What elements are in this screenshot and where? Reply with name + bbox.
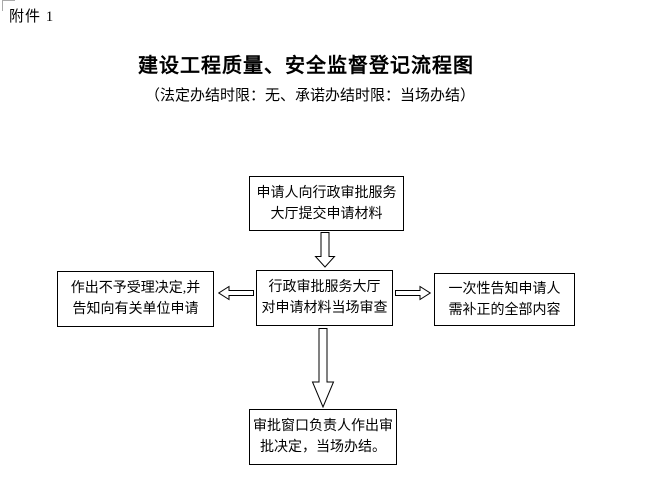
flow-box-submit-line2: 大厅提交申请材料 bbox=[270, 206, 383, 222]
flow-box-decision-line1: 审批窗口负责人作出审 bbox=[253, 419, 393, 434]
flow-box-submit: 申请人向行政审批服务 大厅提交申请材料 bbox=[249, 176, 404, 231]
flow-box-decision-line2: 批决定，当场办结。 bbox=[260, 440, 386, 455]
flow-box-submit-line1: 申请人向行政审批服务 bbox=[256, 185, 397, 201]
page-subtitle: （法定办结时限：无、承诺办结时限：当场办结） bbox=[144, 88, 475, 104]
left-arrow-icon bbox=[218, 285, 254, 301]
text-boundary-corner-mark bbox=[2, 0, 15, 11]
flow-box-review-line2: 对申请材料当场审查 bbox=[261, 301, 388, 316]
flow-box-supplement-line1: 一次性告知申请人 bbox=[448, 281, 561, 297]
flow-box-supplement: 一次性告知申请人 需补正的全部内容 bbox=[434, 273, 575, 326]
page-title: 建设工程质量、安全监督登记流程图 bbox=[138, 55, 474, 77]
attachment-label: 附件 1 bbox=[9, 9, 55, 25]
flow-box-reject-line2: 告知向有关单位申请 bbox=[72, 302, 199, 317]
flow-box-review: 行政审批服务大厅 对申请材料当场审查 bbox=[256, 270, 393, 326]
flow-box-decision: 审批窗口负责人作出审 批决定，当场办结。 bbox=[249, 409, 397, 465]
down-arrow-icon bbox=[314, 232, 336, 268]
flow-box-reject-line1: 作出不予受理决定,并 bbox=[70, 281, 201, 296]
flow-box-review-line1: 行政审批服务大厅 bbox=[268, 280, 381, 295]
flow-box-reject: 作出不予受理决定,并 告知向有关单位申请 bbox=[57, 271, 214, 327]
flow-box-supplement-line2: 需补正的全部内容 bbox=[448, 302, 561, 318]
long-down-arrow-icon bbox=[311, 328, 335, 408]
right-arrow-icon bbox=[395, 285, 431, 301]
